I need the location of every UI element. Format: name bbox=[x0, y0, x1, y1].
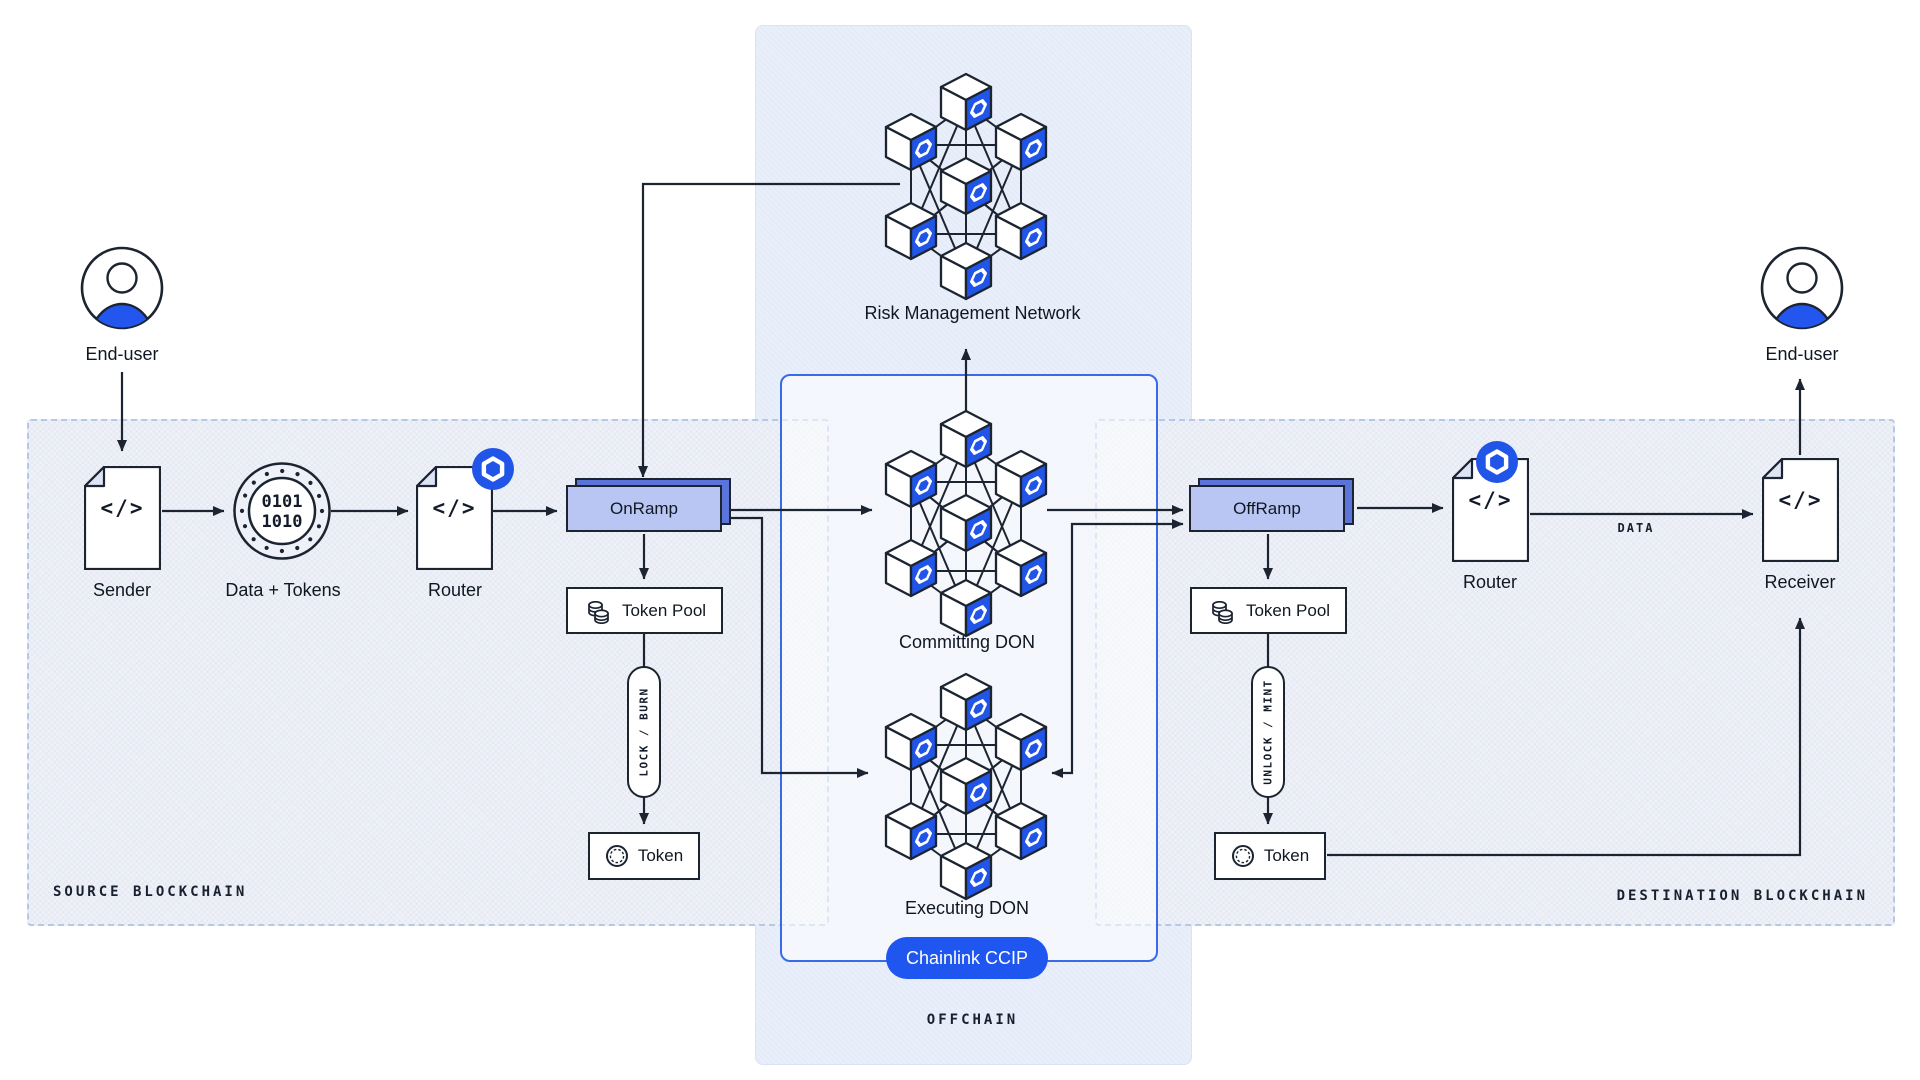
committing-don-cluster bbox=[876, 414, 1056, 640]
chainlink-ccip-badge: Chainlink CCIP bbox=[886, 937, 1048, 979]
source-token-box: Token bbox=[588, 832, 700, 880]
onramp-face: OnRamp bbox=[566, 485, 722, 532]
risk-management-network-label: Risk Management Network bbox=[864, 303, 1081, 323]
data-flow-label: DATA bbox=[1617, 521, 1655, 535]
executing-don-cluster bbox=[876, 677, 1056, 903]
source-token-pool-box: Token Pool bbox=[566, 587, 723, 634]
chainlink-badge-icon bbox=[469, 445, 517, 493]
destination-token-box: Token bbox=[1214, 832, 1326, 880]
source-blockchain-caption: SOURCE BLOCKCHAIN bbox=[53, 884, 248, 900]
offchain-caption: OFFCHAIN bbox=[926, 1012, 1019, 1028]
lock-burn-label: LOCK / BURN bbox=[637, 687, 651, 777]
coin-stack-icon bbox=[588, 600, 609, 624]
source-token-label: Token bbox=[637, 846, 684, 865]
executing-don-label: Executing DON bbox=[904, 898, 1030, 918]
unlock-mint-label: UNLOCK / MINT bbox=[1261, 679, 1275, 785]
risk-management-network-cluster bbox=[876, 77, 1056, 303]
offramp-face: OffRamp bbox=[1189, 485, 1345, 532]
code-glyph: </> bbox=[432, 496, 477, 520]
destination-router-label: Router bbox=[1462, 572, 1518, 592]
destination-token-pool-label: Token Pool bbox=[1245, 600, 1331, 620]
destination-token-label: Token bbox=[1263, 846, 1310, 865]
end-user-avatar-icon bbox=[1759, 245, 1845, 331]
committing-don-label: Committing DON bbox=[898, 632, 1036, 652]
destination-blockchain-caption: DESTINATION BLOCKCHAIN bbox=[1616, 888, 1868, 904]
token-coin-icon bbox=[605, 845, 628, 867]
offramp-box: OffRamp bbox=[1189, 478, 1357, 532]
source-token-pool-label: Token Pool bbox=[621, 600, 707, 620]
code-glyph: </> bbox=[1468, 488, 1513, 512]
sender-document: </> bbox=[84, 466, 161, 570]
data-tokens-label: Data + Tokens bbox=[225, 580, 341, 600]
sender-label: Sender bbox=[92, 580, 152, 600]
binary-data-text: 0101 1010 bbox=[261, 492, 303, 532]
end-user-avatar-icon bbox=[79, 245, 165, 331]
source-router-document: </> bbox=[416, 466, 493, 570]
data-tokens-icon bbox=[233, 462, 331, 560]
end-user-label: End-user bbox=[1765, 344, 1839, 364]
receiver-document: </> bbox=[1762, 458, 1839, 562]
destination-router-document: </> bbox=[1452, 458, 1529, 562]
source-router-label: Router bbox=[427, 580, 483, 600]
destination-token-pool-box: Token Pool bbox=[1190, 587, 1347, 634]
coin-stack-icon bbox=[1212, 600, 1233, 624]
chainlink-badge-icon bbox=[1473, 438, 1521, 486]
receiver-label: Receiver bbox=[1764, 572, 1836, 592]
lock-burn-pill: LOCK / BURN bbox=[627, 666, 661, 798]
code-glyph: </> bbox=[100, 496, 145, 520]
code-glyph: </> bbox=[1778, 488, 1823, 512]
unlock-mint-pill: UNLOCK / MINT bbox=[1251, 666, 1285, 798]
token-coin-icon bbox=[1231, 845, 1254, 867]
end-user-label: End-user bbox=[85, 344, 159, 364]
onramp-box: OnRamp bbox=[566, 478, 734, 532]
